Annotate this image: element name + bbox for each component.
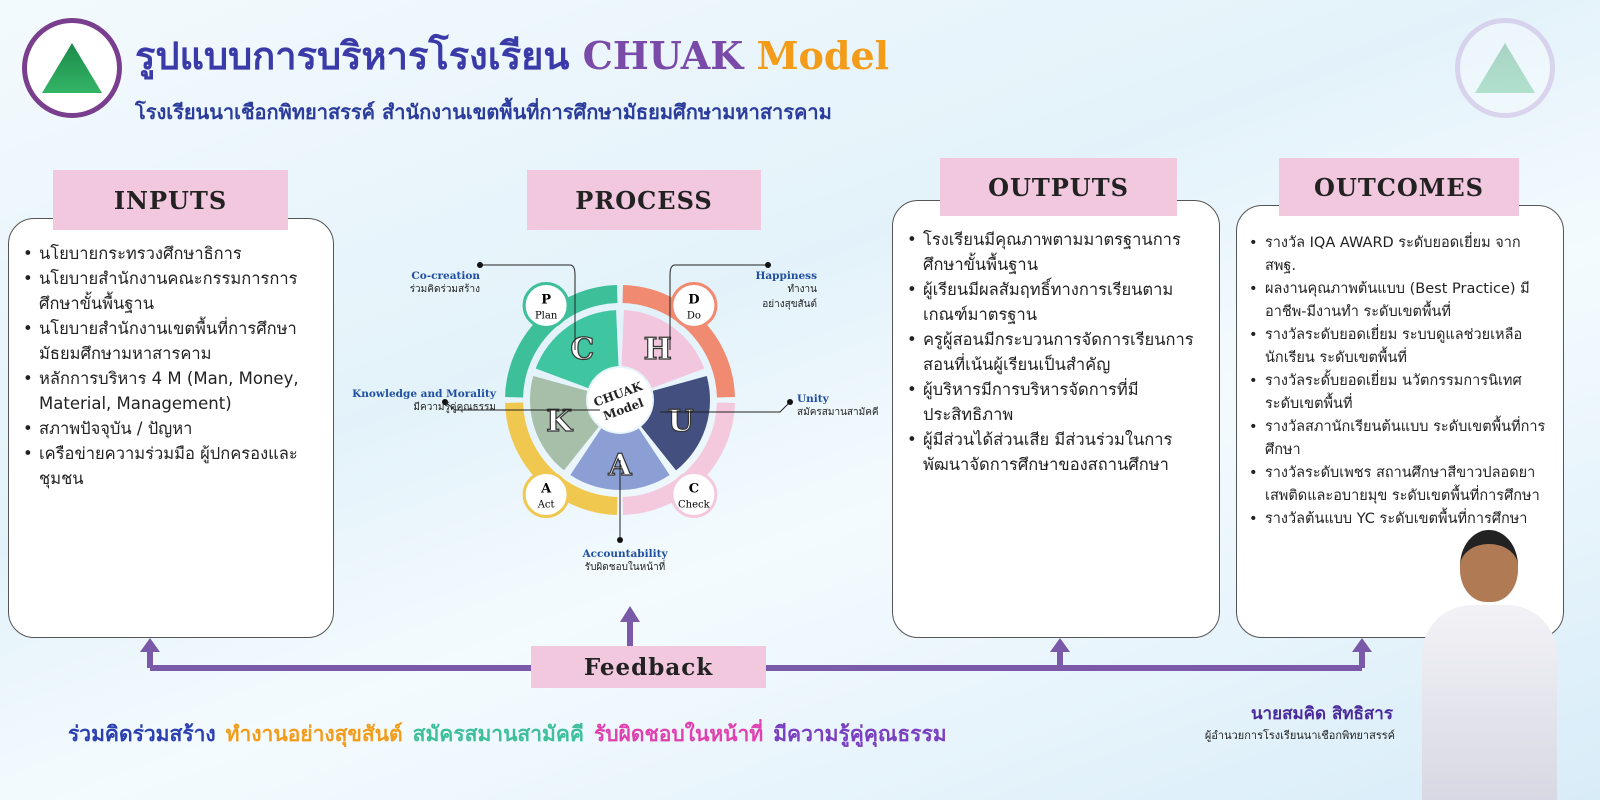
pdca-badge [670,471,718,519]
motto-item: ร่วมคิดร่วมสร้าง [68,722,216,746]
feedback-label: Feedback [531,646,766,688]
pdca-badge [670,281,718,329]
outputs-item: โรงเรียนมีคุณภาพตามมาตรฐานการศึกษาขั้นพื… [907,227,1211,277]
segment-letter: C [570,332,594,367]
label-knowledge: Knowledge and Morality มีความรู้คู่คุณธรร… [336,388,496,415]
label-unity: Unity สมัครสมานสามัคคี [797,393,879,420]
outputs-item: ผู้เรียนมีผลสัมฤทธิ์ทางการเรียนตามเกณฑ์ม… [907,277,1211,327]
label-th: มีความรู้คู่คุณธรรม [413,402,496,413]
connector-line [660,401,791,413]
pdca-letter: C [689,482,699,497]
pdca-letter: P [541,292,551,307]
outputs-header: OUTPUTS [940,158,1177,216]
outputs-item: ครูผู้สอนมีกระบวนการจัดการเรียนการสอนที่… [907,327,1211,377]
label-th: รับผิดชอบในหน้าที่ [584,562,666,573]
segment-h [621,310,705,389]
school-logo [22,18,122,118]
motto-item: รับผิดชอบในหน้าที่ [593,722,764,746]
connector-dot [477,262,483,268]
outputs-box: โรงเรียนมีคุณภาพตามมาตรฐานการศึกษาขั้นพื… [892,200,1220,638]
connector-dot [765,262,771,268]
connector-line [444,401,600,411]
segment-u [641,375,710,471]
segment-letter: H [643,332,671,367]
motto-item: ทำงานอย่างสุขสันต์ [225,722,403,746]
outcomes-list: รางวัล IQA AWARD ระดับยอดเยี่ยม จาก สพฐ.… [1237,206,1563,531]
inputs-box: นโยบายกระทรวงศึกษาธิการนโยบายสำนักงานคณะ… [8,218,334,638]
director-title: ผู้อำนวยการโรงเรียนนาเชือกพิทยาสรรค์ [1204,729,1395,742]
motto-item: มีความรู้คู่คุณธรรม [773,722,947,746]
outcomes-item: รางวัลระดับยอดเยี่ยม ระบบดูแลช่วยเหลือนั… [1249,324,1555,370]
connector-line [480,264,576,350]
connector-dot [442,399,448,405]
page-subtitle: โรงเรียนนาเชือกพิทยาสรรค์ สำนักงานเขตพื้… [135,100,832,124]
inputs-header: INPUTS [53,170,288,230]
pdca-word: Do [687,310,701,321]
connector-dot [787,399,793,405]
pdca-badge [522,281,570,329]
pdca-word: Act [537,500,555,511]
label-th: ร่วมคิดร่วมสร้าง [409,284,480,295]
title-thai: รูปแบบการบริหารโรงเรียน [135,34,570,78]
school-logo-watermark [1455,18,1555,118]
inputs-item: นโยบายสำนักงานเขตพื้นที่การศึกษามัธยมศึก… [23,316,325,366]
outcomes-item: รางวัลระดับเพชร สถานศึกษาสีขาวปลอดยาเสพต… [1249,462,1555,508]
label-en: Accountability [582,548,668,560]
label-en: Happiness [755,270,817,282]
pdca-word: Check [678,500,711,511]
inputs-item: หลักการบริหาร 4 M (Man, Money, Material,… [23,366,325,416]
outputs-item: ผู้บริหารมีการบริหารจัดการที่มีประสิทธิภ… [907,377,1211,427]
wheel-center [588,368,652,432]
outputs-list: โรงเรียนมีคุณภาพตามมาตรฐานการศึกษาขั้นพื… [893,201,1219,477]
label-th: ทำงาน [787,284,817,295]
pdca-word: Plan [535,310,558,321]
label-en: Knowledge and Morality [352,388,496,400]
segment-k [530,375,599,471]
label-happiness: Happiness ทำงานอย่างสุขสันต์ [752,270,817,312]
label-accountability: Accountability รับผิดชอบในหน้าที่ [565,548,685,575]
inputs-list: นโยบายกระทรวงศึกษาธิการนโยบายสำนักงานคณะ… [9,219,333,491]
pdca-badge [522,471,570,519]
label-th: อย่างสุขสันต์ [762,299,817,310]
outcomes-item: ผลงานคุณภาพต้นแบบ (Best Practice) มีอาชี… [1249,278,1555,324]
inputs-item: สภาพปัจจุบัน / ปัญหา [23,416,325,441]
connector-dot [617,537,623,543]
segment-c [535,310,619,389]
page-title: รูปแบบการบริหารโรงเรียน CHUAK Model [135,25,889,86]
pdca-letter: A [540,482,552,497]
inputs-item: นโยบายกระทรวงศึกษาธิการ [23,241,325,266]
process-header: PROCESS [527,170,761,230]
pdca-letter: D [688,292,699,307]
inputs-item: นโยบายสำนักงานคณะกรรมการการศึกษาขั้นพื้น… [23,266,325,316]
motto-item: สมัครสมานสามัคคี [412,722,584,746]
label-co-creation: Co-creation ร่วมคิดร่วมสร้าง [370,270,480,297]
outputs-item: ผู้มีส่วนได้ส่วนเสีย มีส่วนร่วมในการพัฒน… [907,427,1211,477]
segment-a [570,428,670,490]
director-photo [1422,530,1557,800]
outcomes-item: รางวัลระดั้บยอดเยี่ยม นวัตกรรมการนิเทศ ร… [1249,370,1555,416]
outcomes-item: รางวัลสภานักเรียนต้นแบบ ระดับเขตพื้นที่ก… [1249,416,1555,462]
outcomes-item: รางวัล IQA AWARD ระดับยอดเยี่ยม จาก สพฐ. [1249,232,1555,278]
label-th: สมัครสมานสามัคคี [797,407,879,418]
segment-letter: U [668,404,694,439]
connector-line [669,264,768,350]
director-name: นายสมคิด สิทธิสาร [1250,704,1393,724]
title-chuak: CHUAK [582,33,744,78]
outcomes-header: OUTCOMES [1279,158,1519,216]
outcomes-item: รางวัลต้นแบบ YC ระดับเขตพื้นที่การศึกษา [1249,508,1555,531]
motto-bar: ร่วมคิดร่วมสร้าง ทำงานอย่างสุขสันต์ สมัครส… [68,718,947,751]
label-en: Unity [797,393,829,405]
label-en: Co-creation [411,270,480,282]
title-model: Model [756,33,890,78]
inputs-item: เครือข่ายความร่วมมือ ผู้ปกครองและชุมชน [23,441,325,491]
